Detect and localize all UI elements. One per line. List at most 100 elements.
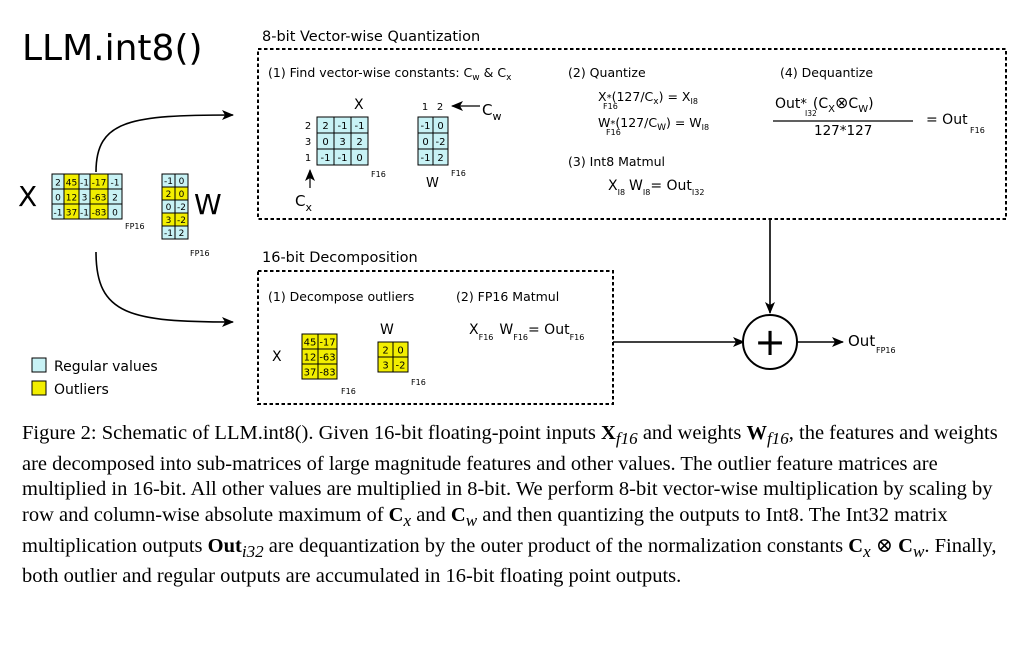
- arrow-to-fp16: [95, 251, 234, 327]
- quantize-step: (2) Quantize: [568, 65, 646, 80]
- int8-box: [257, 48, 1007, 220]
- legend-outliers-label: Outliers: [54, 382, 109, 398]
- fp16-x-value: 12: [304, 352, 317, 363]
- fp16-box: [257, 270, 614, 405]
- input-x-value: 37: [66, 208, 77, 218]
- input-w-value: -2: [177, 216, 186, 226]
- fp16-step1: (1) Decompose outliers: [268, 289, 414, 304]
- input-x-value: -63: [92, 193, 107, 203]
- input-w-value: -1: [164, 229, 173, 239]
- row-index: 2: [305, 121, 311, 132]
- fp16-w-value: -2: [396, 360, 406, 371]
- int8-step1: (1) Find vector-wise constants: Cw & Cx: [268, 65, 512, 83]
- figure-caption: Figure 2: Schematic of LLM.int8(). Given…: [22, 422, 998, 588]
- int8-w-cell: [432, 148, 449, 166]
- int8-x-value: -1: [321, 153, 331, 164]
- dequantize-result: = Out: [926, 112, 968, 128]
- fp16-w-value: 0: [397, 345, 403, 356]
- cx-label: Cx: [295, 192, 312, 214]
- output-sub: FP16: [876, 346, 896, 355]
- fp16-x-tag: F16: [341, 387, 356, 396]
- dequantize-denominator: 127*127: [814, 123, 872, 139]
- int8-heading: 8-bit Vector-wise Quantization: [262, 29, 480, 45]
- row-index: 1: [305, 153, 311, 164]
- input-w-value: 0: [179, 177, 185, 187]
- int8-x-value: -1: [338, 121, 348, 132]
- input-x-value: -1: [111, 178, 120, 188]
- int8-x-cell: [350, 148, 369, 166]
- input-w-value: 2: [179, 229, 185, 239]
- input-x-label: X: [18, 180, 37, 213]
- input-x-value: 12: [66, 193, 77, 203]
- fp16-x-value: -63: [319, 352, 335, 363]
- input-x-value: 0: [112, 208, 118, 218]
- int8-w-value: 0: [437, 121, 443, 132]
- quantize-x-eq: X*(127/Cx) = XI8: [598, 89, 698, 107]
- input-w-tag: FP16: [190, 249, 210, 258]
- input-w-value: -2: [177, 203, 186, 213]
- fp16-x-value: -83: [319, 367, 335, 378]
- input-w-cell: [174, 225, 189, 240]
- fp16-x-label: X: [272, 349, 282, 365]
- dequantize-out-sub: I32: [805, 109, 817, 118]
- input-x-value: -1: [80, 178, 89, 188]
- arrow-to-int8: [95, 110, 234, 173]
- input-x-value: -83: [92, 208, 107, 218]
- dequantize-result-sub: F16: [970, 126, 985, 135]
- input-w-label: W: [194, 188, 222, 221]
- legend-outlier-swatch: [31, 380, 47, 396]
- fp16-w-cell: [392, 356, 409, 373]
- int8-w-label: W: [426, 176, 439, 191]
- fp16-w-label: W: [380, 322, 394, 338]
- input-x-value: 45: [66, 178, 77, 188]
- dequantize-step: (4) Dequantize: [780, 65, 873, 80]
- legend-regular-swatch: [31, 357, 47, 373]
- input-w-value: 0: [179, 190, 185, 200]
- int8-x-value: 3: [339, 137, 345, 148]
- fp16-w-value: 3: [382, 360, 388, 371]
- input-x-value: 3: [82, 193, 88, 203]
- cw-label: Cw: [482, 101, 501, 123]
- fp16-step2: (2) FP16 Matmul: [456, 289, 559, 304]
- dequantize-numerator: Out*(CX⊗CW): [775, 93, 874, 115]
- quantize-x-sub: F16: [603, 102, 618, 111]
- input-x-value: -1: [54, 208, 63, 218]
- diagram-title: LLM.int8(): [22, 28, 203, 69]
- input-w-value: -1: [164, 177, 173, 187]
- int8-x-value: 2: [322, 121, 328, 132]
- quantize-w-sub: F16: [606, 128, 621, 137]
- col-index: 2: [437, 102, 443, 113]
- input-x-tag: FP16: [125, 222, 145, 231]
- output-label: Out: [848, 332, 875, 350]
- int8-w-value: -1: [421, 153, 431, 164]
- int8-x-value: -1: [355, 121, 365, 132]
- quantize-w-eq: W*(127/CW) = WI8: [598, 115, 709, 133]
- fp16-w-tag: F16: [411, 378, 426, 387]
- fp16-w-value: 2: [382, 345, 388, 356]
- fp16-x-value: 45: [304, 337, 317, 348]
- input-x-value: -17: [92, 178, 107, 188]
- fp16-heading: 16-bit Decomposition: [262, 250, 418, 266]
- int8-w-value: -2: [436, 137, 446, 148]
- col-index: 1: [422, 102, 428, 113]
- int8-x-value: 0: [322, 137, 328, 148]
- int8-w-value: 0: [422, 137, 428, 148]
- input-x-value: 0: [55, 193, 61, 203]
- int8-matmul-step: (3) Int8 Matmul: [568, 154, 665, 169]
- int8-x-tag: F16: [371, 170, 386, 179]
- int8-x-value: 0: [356, 153, 362, 164]
- input-w-value: 2: [166, 190, 172, 200]
- int8-x-row-index: 2 3 1: [305, 121, 311, 164]
- int8-w-value: -1: [421, 121, 431, 132]
- row-index: 3: [305, 137, 311, 148]
- int8-x-label: X: [354, 97, 364, 113]
- input-w-value: 3: [166, 216, 172, 226]
